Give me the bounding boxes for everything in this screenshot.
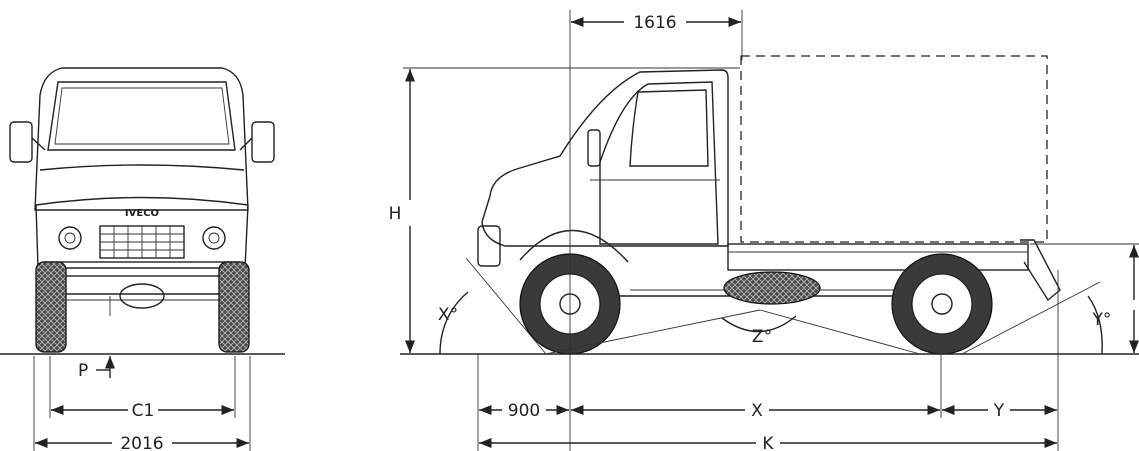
height-label: H	[389, 204, 402, 224]
cargo-box	[740, 55, 1048, 243]
side-dimensions: 1616 H X° Z° Y° 900 X	[389, 10, 1139, 451]
ground-clearance-label: P	[78, 361, 88, 381]
front-differential	[119, 283, 165, 309]
front-dimensions: P C1 2016	[33, 356, 251, 451]
wheelbase-label: X	[751, 401, 763, 421]
right-mirror	[239, 121, 275, 163]
breakover-angle-label: Z°	[752, 327, 772, 347]
right-headlight	[202, 226, 226, 250]
chassis-frame	[727, 243, 1029, 271]
total-length-label: K	[762, 434, 774, 451]
spare-wheel	[723, 271, 821, 305]
overall-width-label: 2016	[120, 434, 163, 451]
brand-badge: IVECO	[125, 208, 159, 219]
cab-outline	[481, 69, 729, 247]
front-view: IVECO	[0, 67, 285, 355]
rear-wheel	[891, 253, 993, 355]
left-headlight	[58, 226, 82, 250]
rear-overhang-label: Y	[993, 401, 1005, 421]
side-view	[400, 55, 1139, 355]
approach-angle-label: X°	[438, 305, 458, 325]
left-mirror	[9, 121, 46, 163]
front-left-tire	[35, 261, 67, 353]
departure-angle-label: Y°	[1092, 310, 1112, 330]
front-track-label: C1	[132, 401, 155, 421]
front-right-tire	[218, 261, 250, 353]
front-overhang-label: 900	[508, 401, 540, 421]
cab-length-label: 1616	[633, 13, 676, 33]
